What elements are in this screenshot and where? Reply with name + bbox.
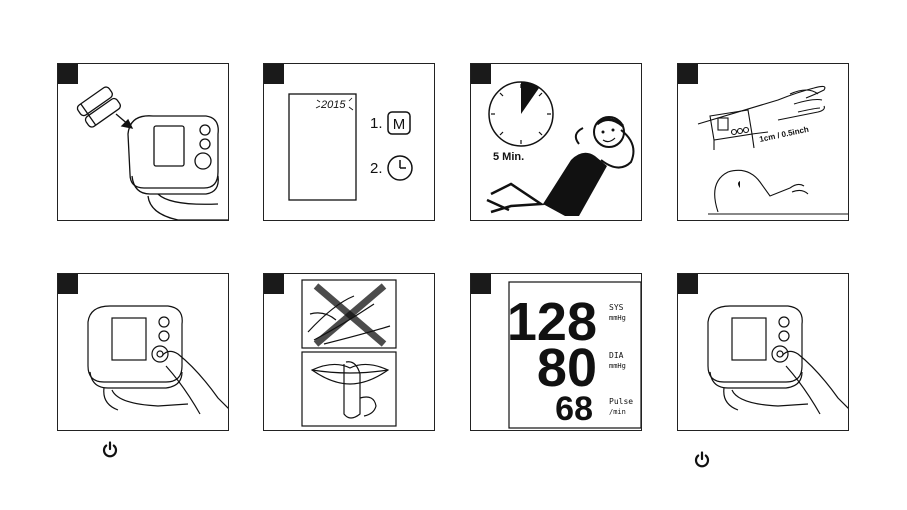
pulse-unit: /min [609,408,626,416]
step-panel-cuff-position: 1cm / 0.5inch [677,63,849,221]
rest-illustration: 5 Min. [471,64,642,221]
pulse-label: Pulse [609,397,633,406]
battery-insert-illustration [58,64,229,221]
step1-number: 1. [370,115,383,132]
m-key-label: M [393,116,406,133]
diastolic-value: 80 [537,338,597,398]
heart-icon [738,181,742,188]
pulse-value: 68 [555,390,593,428]
step-panel-rest: 5 Min. [470,63,642,221]
step-panel-reading: 128 80 68 SYS mmHg DIA mmHg Pulse /min [470,273,642,431]
step-panel-keep-still [263,273,435,431]
dia-unit: mmHg [609,362,626,370]
sys-unit: mmHg [609,314,626,322]
keep-still-illustration [264,274,435,431]
step-panel-press-start [57,273,229,431]
step-panel-press-stop [677,273,849,431]
rest-time-label: 5 Min. [493,151,524,163]
power-icon [101,441,119,459]
press-start-illustration [58,274,229,431]
silence-lips-icon [312,362,388,418]
timer-icon [489,82,553,146]
time-setting-illustration: 2015 1. M 2. [264,64,435,221]
step-panel-set-time: 2015 1. M 2. [263,63,435,221]
step-panel-insert-batteries [57,63,229,221]
step2-number: 2. [370,160,383,177]
lcd-reading-display: 128 80 68 SYS mmHg DIA mmHg Pulse /min [471,274,642,431]
distance-label: 1cm / 0.5inch [759,125,810,144]
sys-label: SYS [609,303,624,312]
seated-person [708,170,849,214]
dia-label: DIA [609,351,624,360]
resting-person [487,117,633,216]
cuff-position-illustration: 1cm / 0.5inch [678,64,849,221]
press-stop-illustration [678,274,849,431]
clock-icon [388,156,412,180]
year-display: 2015 [320,99,346,111]
power-icon [693,451,711,469]
